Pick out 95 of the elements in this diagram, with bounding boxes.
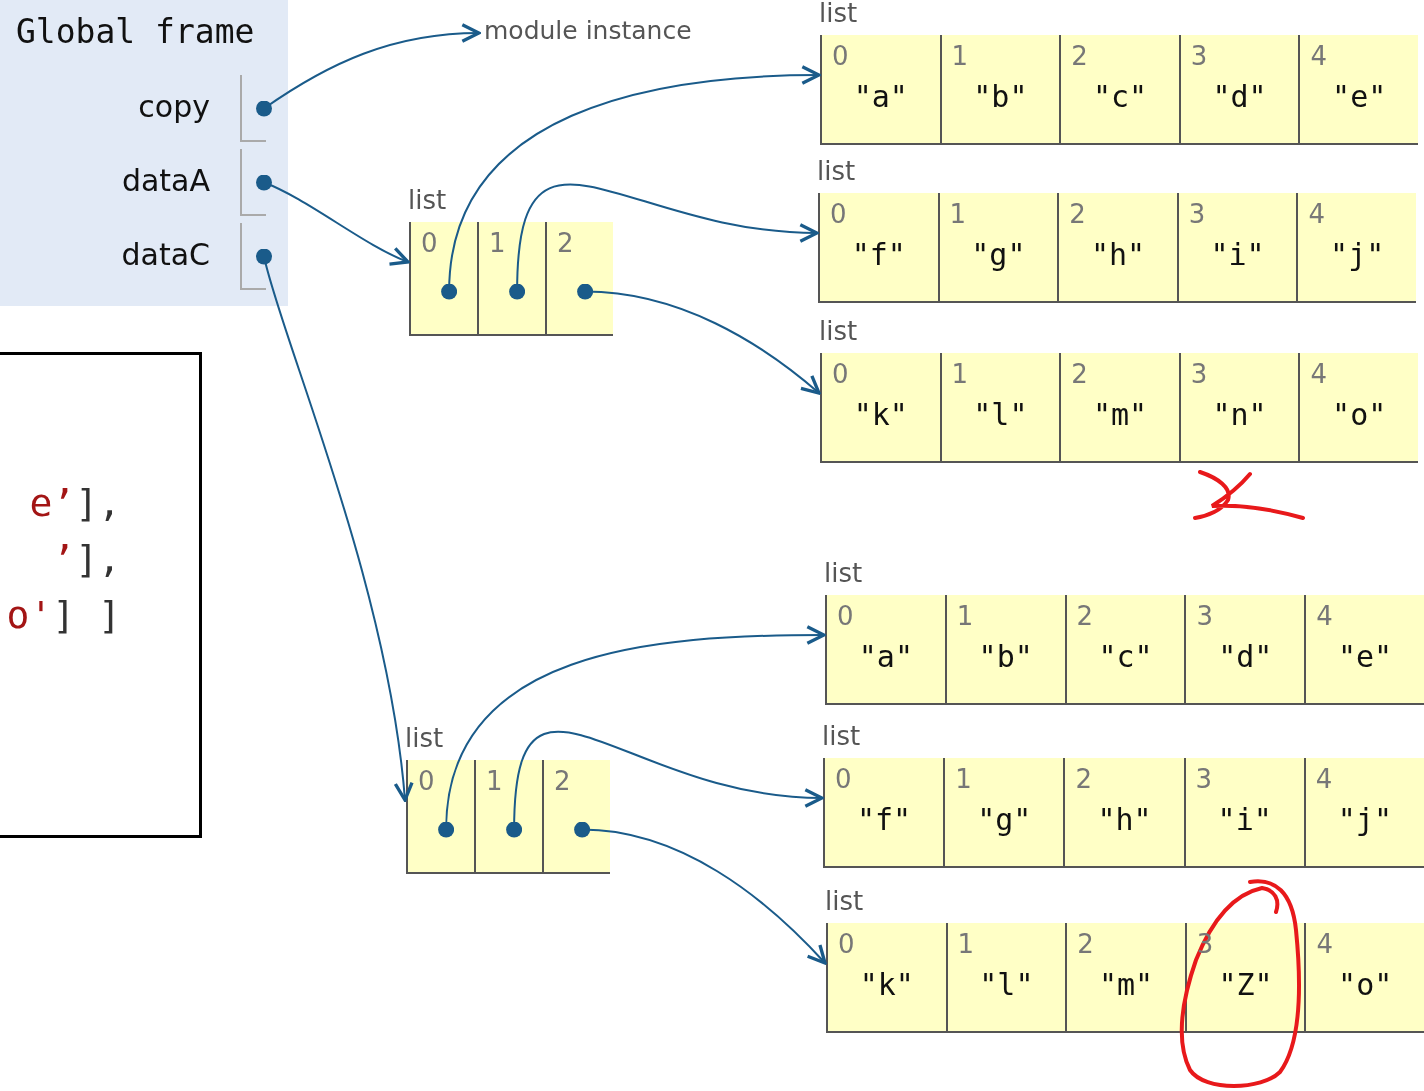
- variable-name: dataC: [121, 237, 210, 272]
- string-value: "m": [1097, 967, 1155, 1002]
- string-value: "f": [856, 802, 913, 837]
- index-number: 1: [949, 199, 967, 229]
- string-value: "l": [972, 397, 1029, 432]
- index-number: 0: [418, 766, 435, 796]
- string-value: "f": [850, 237, 907, 272]
- string-value: "c": [1097, 639, 1154, 674]
- list-heading: list: [824, 558, 863, 588]
- variable-name: copy: [138, 89, 210, 124]
- index-number: 3: [1190, 41, 1208, 71]
- index-number: 2: [557, 228, 574, 258]
- string-value: "o": [1337, 967, 1394, 1002]
- arrow: [506, 731, 824, 838]
- index-number: 1: [486, 766, 503, 796]
- string-value: "j": [1336, 802, 1393, 837]
- string-value: "d": [1217, 639, 1274, 674]
- code-text: ’: [52, 537, 76, 581]
- string-value: "h": [1096, 802, 1153, 837]
- index-number: 0: [838, 929, 855, 959]
- string-value: "c": [1091, 79, 1149, 114]
- index-number: 2: [1075, 764, 1092, 794]
- string-value: "h": [1089, 237, 1147, 272]
- string-value: "o": [1331, 397, 1388, 432]
- index-number: 4: [1310, 359, 1327, 389]
- index-number: 3: [1190, 359, 1208, 389]
- list-heading: list: [825, 886, 864, 916]
- index-number: 2: [1069, 199, 1086, 229]
- index-number: 0: [830, 199, 847, 229]
- list-heading: list: [817, 156, 856, 186]
- arrow: [256, 23, 481, 117]
- string-value: "j": [1329, 237, 1386, 272]
- string-value: "m": [1091, 397, 1149, 432]
- index-number: 0: [832, 359, 849, 389]
- arrow: [438, 625, 826, 838]
- code-text: ],: [75, 481, 121, 525]
- code-panel: [0, 352, 202, 838]
- string-value: "e": [1331, 79, 1388, 114]
- list-heading: list: [819, 316, 858, 346]
- index-number: 4: [1316, 929, 1333, 959]
- arrow: [577, 283, 821, 395]
- index-number: 3: [1195, 764, 1213, 794]
- string-value: "g": [970, 237, 1027, 272]
- arrow: [441, 65, 821, 300]
- index-number: 1: [951, 359, 969, 389]
- index-number: 2: [1071, 359, 1088, 389]
- list-heading: list: [819, 0, 858, 28]
- index-number: 3: [1188, 199, 1206, 229]
- arrow: [256, 248, 414, 802]
- index-number: 0: [837, 601, 854, 631]
- list-heading: list: [405, 723, 444, 753]
- string-value: "a": [857, 639, 914, 674]
- frame-title: Global frame: [16, 12, 255, 51]
- string-value: "k": [852, 397, 909, 432]
- index-number: 1: [955, 764, 972, 794]
- string-value: "g": [976, 802, 1033, 837]
- index-number: 0: [421, 228, 438, 258]
- index-number: 2: [1077, 929, 1094, 959]
- string-value: "i": [1209, 237, 1266, 272]
- object-label-text: module instance: [484, 16, 692, 45]
- frame-panel: [0, 0, 288, 306]
- index-number: 1: [951, 41, 969, 71]
- index-number: 2: [554, 766, 571, 796]
- string-value: "e": [1337, 639, 1394, 674]
- index-number: 1: [957, 929, 975, 959]
- arrow: [256, 174, 410, 265]
- index-number: 2: [1071, 41, 1088, 71]
- list-heading: list: [822, 721, 861, 751]
- string-value: "l": [978, 967, 1035, 1002]
- index-number: 0: [835, 764, 852, 794]
- string-value: "d": [1211, 79, 1268, 114]
- index-number: 1: [489, 228, 506, 258]
- index-number: 2: [1076, 601, 1094, 631]
- string-value: "n": [1211, 397, 1268, 432]
- string-value: "i": [1216, 802, 1273, 837]
- code-text: ],: [75, 537, 121, 581]
- code-text: e’: [29, 481, 76, 525]
- string-value: "b": [972, 79, 1029, 114]
- index-number: 4: [1315, 764, 1333, 794]
- string-value: "k": [858, 967, 915, 1002]
- index-number: 4: [1316, 601, 1333, 631]
- arrow: [509, 183, 819, 300]
- string-value: "a": [852, 79, 909, 114]
- code-text: o': [6, 593, 53, 637]
- code-text: ] ]: [52, 593, 121, 637]
- index-number: 1: [956, 601, 974, 631]
- index-number: 4: [1310, 41, 1327, 71]
- variable-name: dataA: [121, 163, 210, 198]
- arrow: [574, 821, 827, 965]
- index-number: 3: [1196, 601, 1213, 631]
- index-number: 0: [832, 41, 849, 71]
- list-heading: list: [408, 185, 447, 215]
- index-number: 4: [1308, 199, 1325, 229]
- string-value: "b": [977, 639, 1034, 674]
- string-value: "Z": [1217, 967, 1274, 1002]
